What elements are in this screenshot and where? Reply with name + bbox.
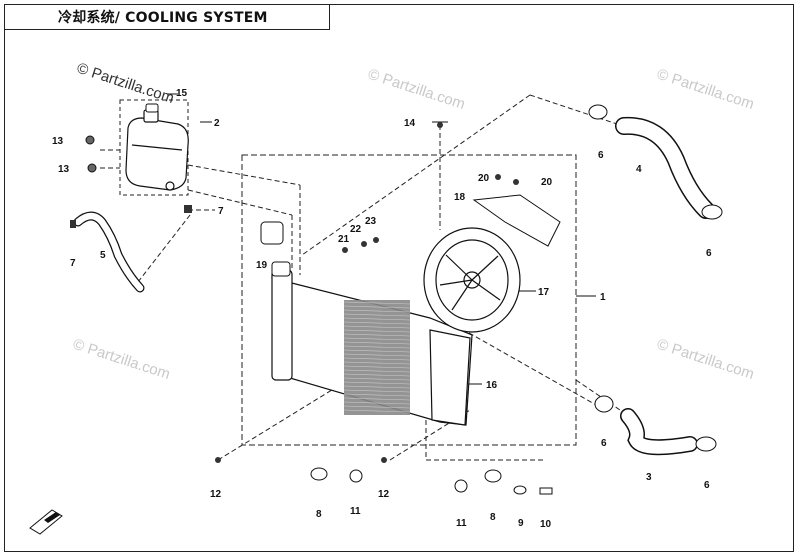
callout-label: 15 [176,88,188,99]
fin-line [343,329,411,333]
fin-line [343,349,411,353]
fin-line [343,321,411,325]
fin-line [343,393,411,397]
fin-line [343,341,411,345]
callout-label: 16 [486,380,498,391]
callout-label: 19 [256,260,268,271]
fin-line [343,345,411,349]
fin-line [343,405,411,409]
callout-label: 5 [100,250,106,261]
fin-line [343,377,411,381]
diagram-frame [4,4,794,552]
hose-clamp-small [70,205,192,228]
callout-label: 13 [52,136,64,147]
radiator-assembly-box [241,154,577,446]
page-title: 冷却系统/ COOLING SYSTEM [58,10,268,26]
fin-line [343,401,411,405]
callout-label: 8 [490,512,496,523]
callout-labels: 1 2 3 4 5 6 6 6 6 7 7 8 8 9 10 11 11 12 … [52,88,712,530]
callout-label: 1 [600,292,606,303]
radiator-cap [260,221,291,277]
rubber-grommets [310,467,553,495]
fin-line [343,369,411,373]
fin-line [343,353,411,357]
callout-label: 20 [478,173,490,184]
watermark: © Partzilla.com [71,336,172,383]
watermark: © Partzilla.com [366,66,467,113]
callout-label: 17 [538,287,550,298]
fin-line [343,301,411,305]
cooling-fan [423,227,521,333]
callout-label: 7 [70,258,76,269]
fin-line [343,313,411,317]
fin-line [343,373,411,377]
watermark: © Partzilla.com [75,60,176,107]
fin-line [343,385,411,389]
front-direction-arrow-icon [29,509,63,535]
fin-line [343,361,411,365]
fan-bracket [472,194,561,247]
fin-line [343,317,411,321]
radiator-fins [344,300,410,415]
callout-label: 14 [404,118,416,129]
callout-label: 10 [540,519,552,530]
callout-label: 6 [601,438,607,449]
callout-label: 11 [456,518,467,529]
fin-line [343,305,411,309]
callout-label: 21 [338,234,350,245]
fin-line [343,397,411,401]
callout-label: 22 [350,224,362,235]
fin-line [343,365,411,369]
callout-label: 2 [214,118,220,129]
small-bolts [215,122,519,463]
hose-clamps [588,104,723,452]
callout-label: 18 [454,192,466,203]
callout-label: 23 [365,216,377,227]
fin-line [343,309,411,313]
watermark: © Partzilla.com [655,66,756,113]
callout-label: 4 [636,164,642,175]
watermark: © Partzilla.com [655,336,756,383]
title-box [4,4,330,30]
fin-line [343,381,411,385]
callout-label: 20 [541,177,553,188]
bolt-13 [85,135,97,173]
callout-label: 9 [518,518,524,529]
callout-label: 6 [704,480,710,491]
fin-line [343,409,411,413]
callout-label: 7 [218,206,224,217]
callout-label: 12 [378,489,390,500]
fin-line [343,357,411,361]
fin-line [343,325,411,329]
callout-label: 3 [646,472,652,483]
callout-label: 6 [706,248,712,259]
fin-line [343,333,411,337]
callout-label: 8 [316,509,322,520]
reservoir-tank [125,109,189,191]
fin-line [343,389,411,393]
fin-lines [343,301,411,413]
fin-line [343,337,411,341]
callout-label: 6 [598,150,604,161]
callout-label: 11 [350,506,361,517]
reservoir-cap [145,103,159,113]
callout-label: 13 [58,164,70,175]
callout-label: 12 [210,489,222,500]
